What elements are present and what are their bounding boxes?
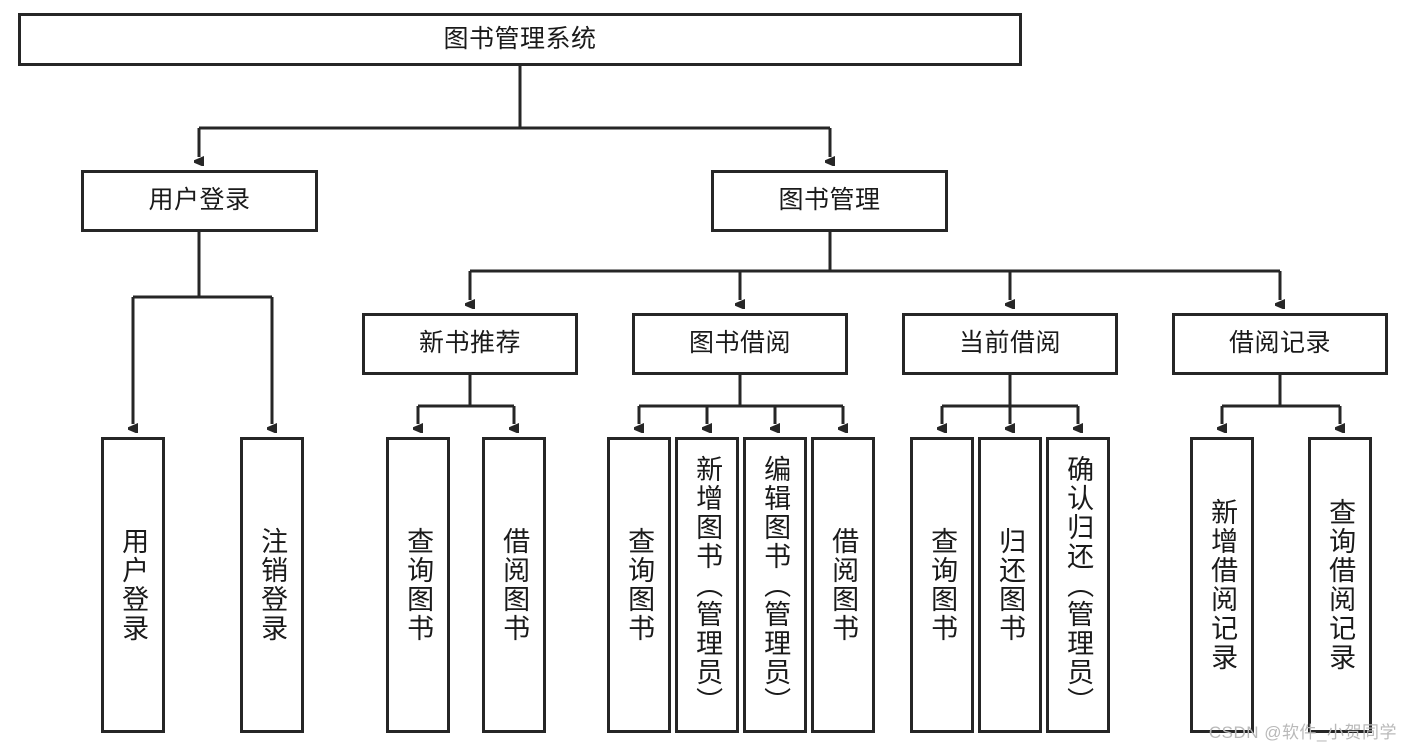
node-root-label: 图书管理系统 [443,24,597,53]
node-user-login[interactable]: 用户登录 [81,170,318,232]
node-book-borrow-label: 图书借阅 [688,329,791,358]
node-leaf-label: 查询图书 [403,527,434,643]
node-new-book-recommend-label: 新书推荐 [418,329,521,358]
node-leaf-query-book-current[interactable]: 查询图书 [910,437,974,733]
node-book-management[interactable]: 图书管理 [711,170,948,232]
node-leaf-query-book-borrow[interactable]: 查询图书 [607,437,671,733]
node-root-book-management-system[interactable]: 图书管理系统 [18,13,1022,66]
node-book-borrow[interactable]: 图书借阅 [632,313,848,375]
watermark-text: CSDN @软件_小贺同学 [1208,723,1397,742]
node-leaf-label: 编辑图书（管理员） [760,454,791,716]
node-user-login-label: 用户登录 [148,186,251,215]
node-leaf-label: 查询图书 [927,527,958,643]
node-leaf-query-book-recommend[interactable]: 查询图书 [386,437,450,733]
node-leaf-add-book-admin[interactable]: 新增图书（管理员） [675,437,739,733]
node-leaf-borrow-book-recommend[interactable]: 借阅图书 [482,437,546,733]
node-leaf-label: 用户登录 [118,527,149,643]
node-leaf-return-book[interactable]: 归还图书 [978,437,1042,733]
node-book-management-label: 图书管理 [778,186,881,215]
node-leaf-confirm-return-admin[interactable]: 确认归还（管理员） [1046,437,1110,733]
node-leaf-logout[interactable]: 注销登录 [240,437,304,733]
node-leaf-label: 查询图书 [624,527,655,643]
node-leaf-query-borrow-record[interactable]: 查询借阅记录 [1308,437,1372,733]
node-leaf-label: 查询借阅记录 [1325,498,1356,672]
node-new-book-recommend[interactable]: 新书推荐 [362,313,578,375]
node-leaf-label: 新增图书（管理员） [692,454,723,716]
node-leaf-label: 归还图书 [995,527,1026,643]
node-current-borrow[interactable]: 当前借阅 [902,313,1118,375]
node-current-borrow-label: 当前借阅 [958,329,1061,358]
node-borrow-record-label: 借阅记录 [1228,329,1331,358]
node-leaf-label: 确认归还（管理员） [1063,454,1094,716]
node-leaf-label: 借阅图书 [499,527,530,643]
node-leaf-borrow-book[interactable]: 借阅图书 [811,437,875,733]
node-borrow-record[interactable]: 借阅记录 [1172,313,1388,375]
node-leaf-user-login[interactable]: 用户登录 [101,437,165,733]
node-leaf-edit-book-admin[interactable]: 编辑图书（管理员） [743,437,807,733]
node-leaf-label: 注销登录 [257,527,288,643]
node-leaf-add-borrow-record[interactable]: 新增借阅记录 [1190,437,1254,733]
node-leaf-label: 新增借阅记录 [1207,498,1238,672]
node-leaf-label: 借阅图书 [828,527,859,643]
